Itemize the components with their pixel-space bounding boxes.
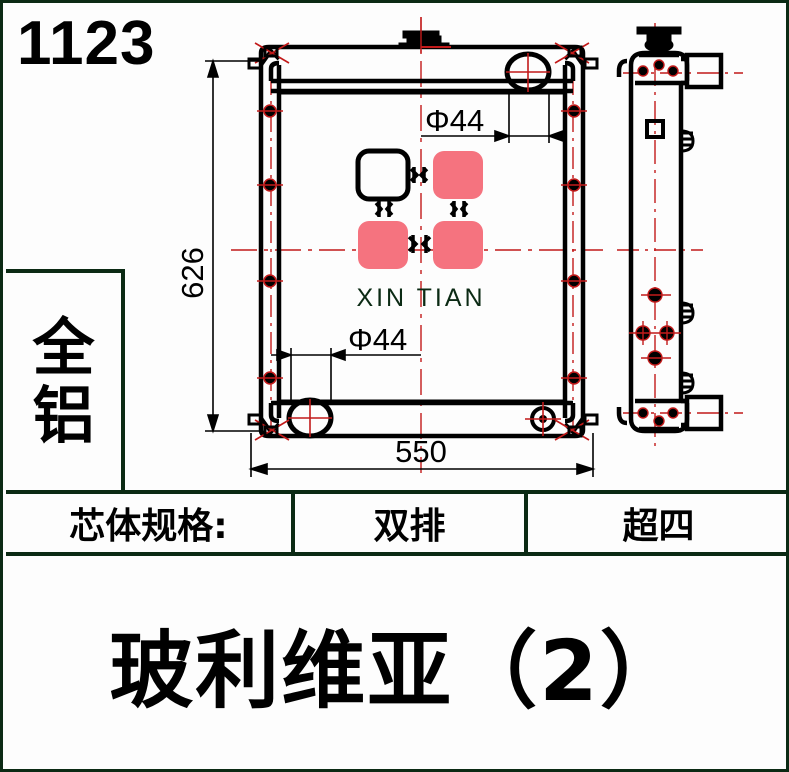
side-mounting-holes [257, 104, 587, 385]
dim-label-width: 550 [395, 434, 447, 469]
spec-label-cell: 芯体规格: [6, 494, 295, 552]
material-line-2: 铝 [32, 378, 95, 452]
mounting-brackets [259, 45, 585, 438]
outlet-port [286, 397, 334, 439]
brand-logo: XIN TIAN [355, 148, 485, 312]
dim-label-outlet-bottom: Φ44 [348, 322, 407, 357]
drawing-title: 玻利维亚（2） [109, 621, 686, 720]
dim-label-height: 626 [175, 247, 210, 299]
spec-value-cell-1: 双排 [295, 494, 528, 552]
side-top-tank [616, 50, 690, 86]
dim-inlet-top [421, 91, 564, 143]
side-mount-crosslines [629, 294, 681, 359]
front-view: XIN TIAN Φ44 Φ44 [175, 17, 603, 477]
dim-width [248, 433, 596, 477]
side-filler-cap [636, 26, 682, 53]
side-plate-marker [645, 119, 665, 139]
side-body [628, 81, 684, 403]
bracket-bolts [254, 42, 590, 441]
filler-cap-icon [398, 30, 450, 49]
dim-label-inlet-top: Φ44 [425, 103, 484, 138]
logo-tile-bottom-right [433, 221, 483, 269]
radiator-frame [258, 65, 586, 418]
side-lugs [680, 129, 695, 395]
dim-height [205, 58, 261, 434]
logo-text: XIN TIAN [356, 284, 485, 312]
part-number: 1123 [17, 9, 156, 78]
title-box: 玻利维亚（2） [6, 556, 789, 772]
spec-value-cell-2: 超四 [622, 506, 695, 547]
dim-outlet-bottom [271, 348, 421, 403]
logo-connectors [374, 167, 469, 253]
side-bottom-bolts [637, 407, 679, 427]
side-top-bolts [637, 59, 679, 77]
spec-table-row: 芯体规格: 双排 超四 [6, 490, 789, 556]
logo-tile-top-right [433, 151, 483, 199]
material-line-1: 全 [32, 311, 95, 385]
core-area [279, 91, 565, 403]
side-view [616, 23, 743, 451]
centerlines [231, 17, 603, 473]
logo-tile-top-left [355, 148, 411, 202]
technical-drawing: XIN TIAN Φ44 Φ44 [175, 17, 743, 477]
material-box: 全 铝 [6, 269, 125, 490]
side-bottom-nozzle [681, 394, 724, 432]
side-bottom-tank [616, 398, 690, 434]
inlet-port [504, 51, 552, 93]
logo-tile-bottom-left [358, 221, 408, 269]
side-top-nozzle [681, 52, 724, 90]
bracket-nuts [247, 45, 599, 438]
drain-plug [525, 402, 561, 436]
